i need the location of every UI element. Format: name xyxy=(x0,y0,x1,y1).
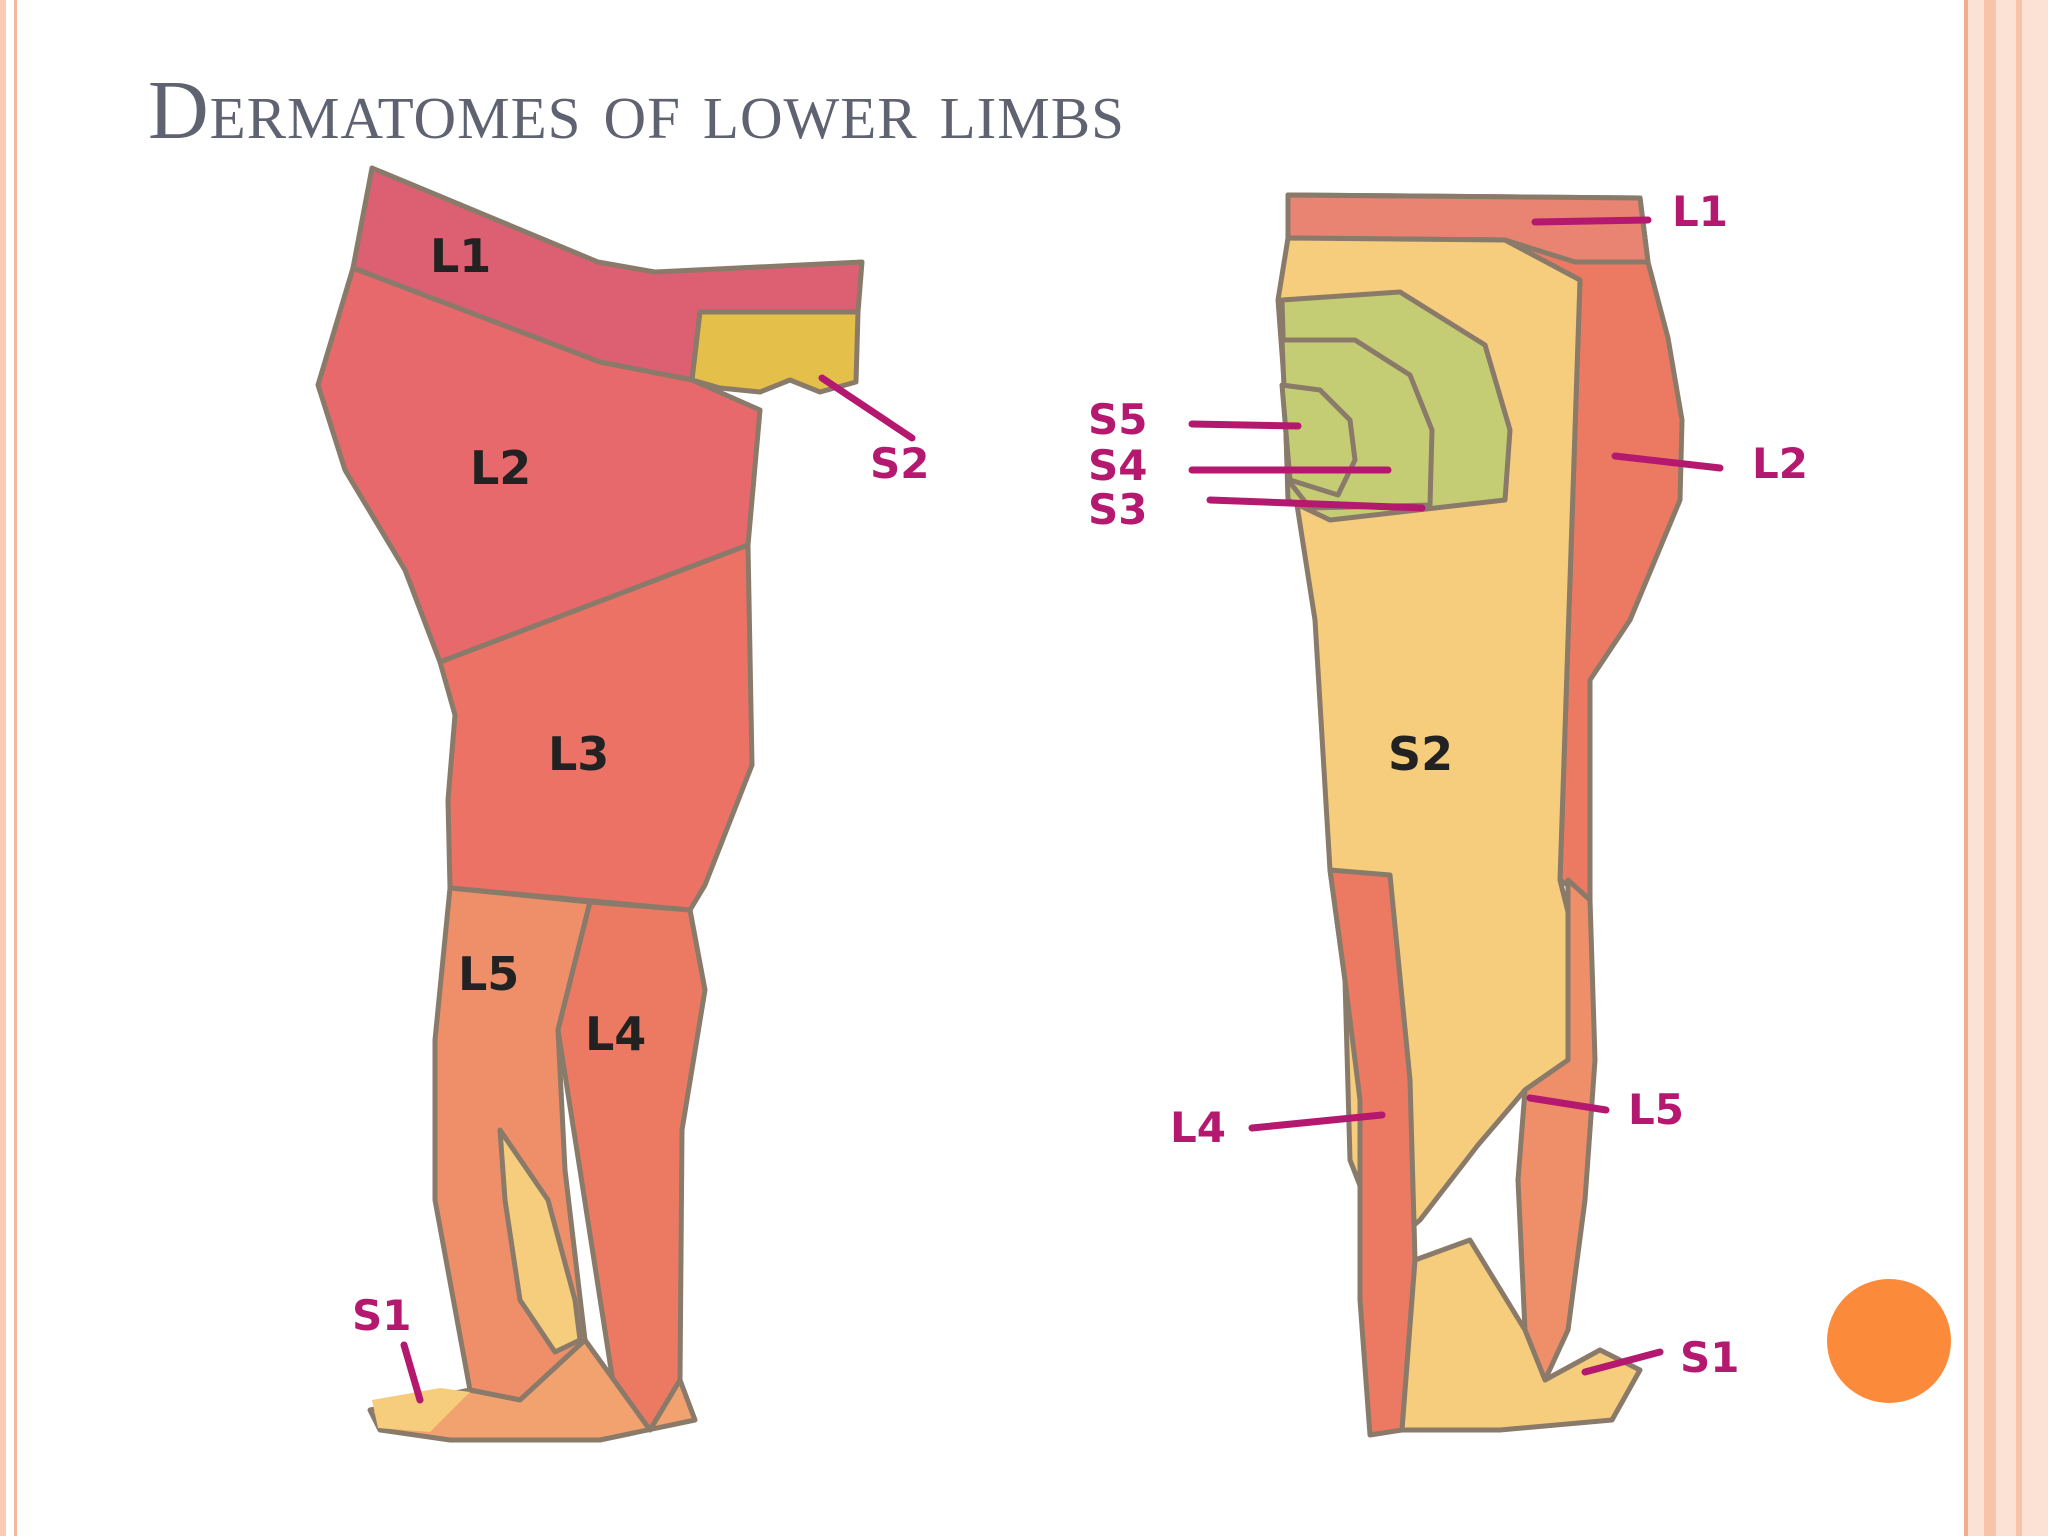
posterior-pointer-label-s4: S4 xyxy=(1088,441,1147,490)
frame-right-line xyxy=(2016,0,2022,1536)
frame-right-line xyxy=(1964,0,1968,1536)
posterior-label-s2: S2 xyxy=(1388,727,1453,781)
posterior-pointer-label-s5: S5 xyxy=(1088,395,1147,444)
anterior-pointer-line-s2 xyxy=(818,374,916,442)
anterior-foot xyxy=(367,1337,698,1443)
anterior-label-l2: L2 xyxy=(470,441,531,495)
anterior-pointer-label-s1: S1 xyxy=(352,1291,411,1340)
frame-right-band xyxy=(1964,0,2048,1536)
posterior-pointer-label-s1: S1 xyxy=(1680,1333,1739,1382)
posterior-region-s1 xyxy=(1399,1237,1643,1433)
anterior-label-l3: L3 xyxy=(548,727,609,781)
posterior-pointer-line-s5 xyxy=(1188,420,1302,430)
anterior-region-s1-strip xyxy=(497,1127,583,1355)
anterior-region-s2 xyxy=(689,309,861,395)
frame-left-inner xyxy=(14,0,17,1536)
posterior-pointer-label-l4: L4 xyxy=(1170,1103,1226,1152)
posterior-pointer-line-l5 xyxy=(1526,1094,1610,1114)
posterior-pointer-label-s3: S3 xyxy=(1088,485,1147,534)
posterior-leg: S2 L1 L2 S5 S4 S3 L4 L5 S1 xyxy=(1088,187,1808,1438)
posterior-pointer-line-s1 xyxy=(1581,1348,1664,1376)
accent-circle xyxy=(1827,1279,1951,1403)
anterior-leg: L1 L2 L3 L5 L4 S2 S1 xyxy=(315,165,929,1443)
posterior-pointer-line-l2 xyxy=(1611,452,1724,472)
anterior-toes xyxy=(372,1388,470,1432)
frame-right-line xyxy=(1984,0,1996,1536)
posterior-pointer-label-l1: L1 xyxy=(1672,187,1728,236)
slide-title: Dermatomes of lower limbs xyxy=(148,64,1125,157)
anterior-label-l5: L5 xyxy=(458,947,519,1001)
anterior-label-l1: L1 xyxy=(430,229,491,283)
posterior-pointer-line-s3 xyxy=(1206,496,1426,512)
anterior-label-l4: L4 xyxy=(585,1007,646,1061)
anterior-pointer-label-s2: S2 xyxy=(870,439,929,488)
posterior-pointer-line-l4 xyxy=(1248,1111,1386,1132)
frame-left-outer xyxy=(0,0,6,1536)
posterior-pointer-line-l1 xyxy=(1531,216,1652,226)
anterior-pointer-line-s1 xyxy=(400,1341,424,1404)
posterior-region-l4 xyxy=(1327,867,1418,1438)
posterior-pointer-label-l5: L5 xyxy=(1628,1085,1684,1134)
posterior-pointer-label-l2: L2 xyxy=(1752,439,1808,488)
